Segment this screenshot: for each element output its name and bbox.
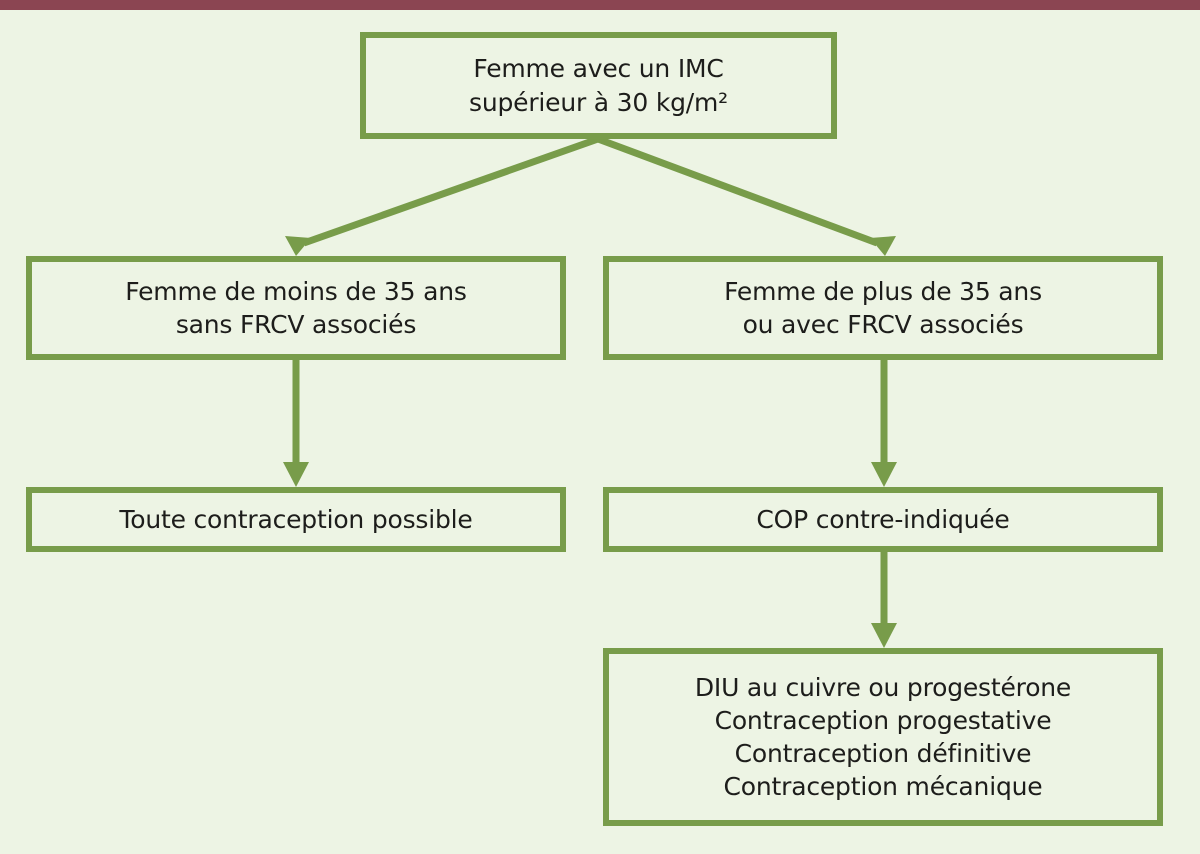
node-root: Femme avec un IMC supérieur à 30 kg/m² <box>360 32 837 139</box>
node-right-2-label: COP contre-indiquée <box>756 504 1010 534</box>
node-left-1: Femme de moins de 35 ans sans FRCV assoc… <box>26 256 566 360</box>
edge-left-1-to-left-2 <box>283 360 309 487</box>
top-accent-rule <box>0 0 1200 10</box>
node-right-2: COP contre-indiquée <box>603 487 1163 552</box>
edge-right-2-to-right-3 <box>871 552 897 648</box>
edge-right-1-to-right-2 <box>871 360 897 487</box>
node-left-2-label: Toute contraception possible <box>119 504 473 534</box>
node-right-3: DIU au cuivre ou progestérone Contracept… <box>603 648 1163 826</box>
node-right-3-label: DIU au cuivre ou progestérone Contracept… <box>694 672 1072 802</box>
node-right-1-label: Femme de plus de 35 ans ou avec FRCV ass… <box>724 276 1042 339</box>
node-left-2: Toute contraception possible <box>26 487 566 552</box>
edge-root-to-left-1 <box>285 135 600 256</box>
node-right-1: Femme de plus de 35 ans ou avec FRCV ass… <box>603 256 1163 360</box>
edge-root-to-right-1 <box>596 135 896 256</box>
node-left-1-label: Femme de moins de 35 ans sans FRCV assoc… <box>125 276 467 339</box>
node-root-label: Femme avec un IMC supérieur à 30 kg/m² <box>469 54 728 117</box>
